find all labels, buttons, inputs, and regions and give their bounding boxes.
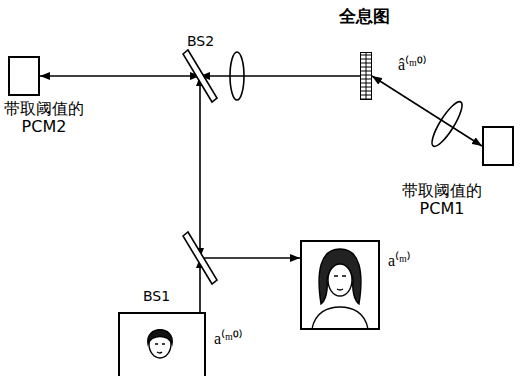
component-label: BS1: [143, 288, 170, 304]
device-label: 带取阈值的 PCM1: [400, 182, 484, 219]
device-label: 带取阈值的 PCM2: [2, 100, 86, 137]
beam-label: â⁽ᵐ⁰⁾: [398, 56, 427, 74]
image-frame: a⁽ᵐ⁾: [300, 240, 380, 330]
splitter-plate: [183, 50, 217, 102]
pcm-box: 带取阈值的 PCM1: [482, 126, 514, 166]
image-label: a⁽ᵐ⁾: [388, 252, 411, 270]
light-beam: [372, 76, 482, 146]
hologram: 全息图: [360, 52, 372, 100]
beam-splitter: BS2: [183, 50, 217, 102]
splitter-plate: [183, 232, 217, 284]
component-label: 全息图: [339, 7, 390, 27]
light-beam: [199, 76, 201, 258]
light-beam: [200, 75, 360, 77]
face-picture: [148, 330, 172, 358]
pcm-box: 带取阈值的 PCM2: [8, 56, 40, 96]
light-beam: [200, 257, 300, 259]
image-frame: a⁽ᵐ⁰⁾: [118, 312, 206, 376]
light-beam: [40, 75, 200, 77]
component-label: BS2: [187, 33, 214, 49]
face-picture: [312, 249, 368, 329]
hologram-grating: [360, 52, 372, 100]
image-label: a⁽ᵐ⁰⁾: [214, 330, 243, 348]
beam-splitter: BS1: [183, 232, 217, 284]
